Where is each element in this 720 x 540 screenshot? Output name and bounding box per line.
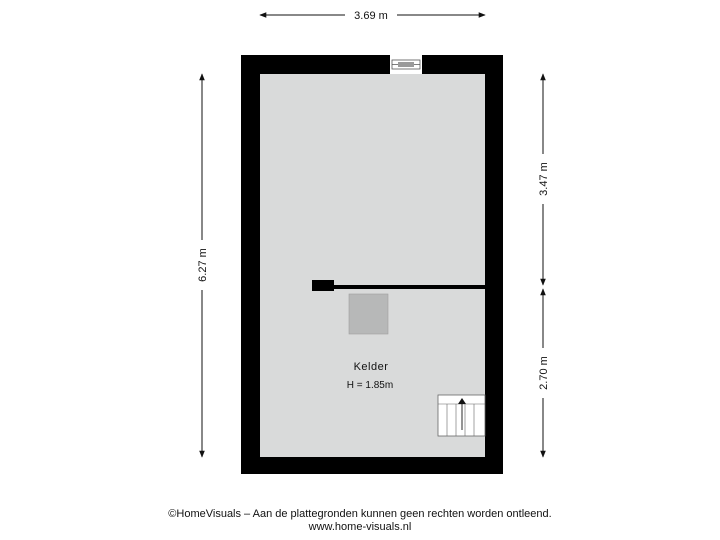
staircase: [437, 394, 486, 437]
stair-arrow-icon: [458, 398, 466, 404]
dimension-right-upper: 3.47 m: [536, 73, 550, 286]
dimension-right-upper-label: 3.47 m: [538, 162, 550, 196]
dimension-top: 3.69 m: [259, 8, 486, 22]
dimension-left-label: 6.27 m: [197, 248, 209, 282]
dimension-right-lower: 2.70 m: [536, 288, 550, 458]
dimension-right-lower-label: 2.70 m: [538, 356, 550, 390]
footer-disclaimer: ©HomeVisuals – Aan de plattegronden kunn…: [168, 508, 552, 520]
room-name: Kelder: [354, 361, 389, 373]
footer-url[interactable]: www.home-visuals.nl: [308, 521, 412, 533]
floor-area: [260, 74, 485, 457]
fixture-box: [348, 293, 389, 335]
window: [390, 55, 422, 74]
interior-wall: [312, 280, 486, 291]
room-height: H = 1.85m: [347, 380, 393, 391]
dimension-top-label: 3.69 m: [354, 10, 388, 22]
dimension-left: 6.27 m: [195, 73, 209, 458]
